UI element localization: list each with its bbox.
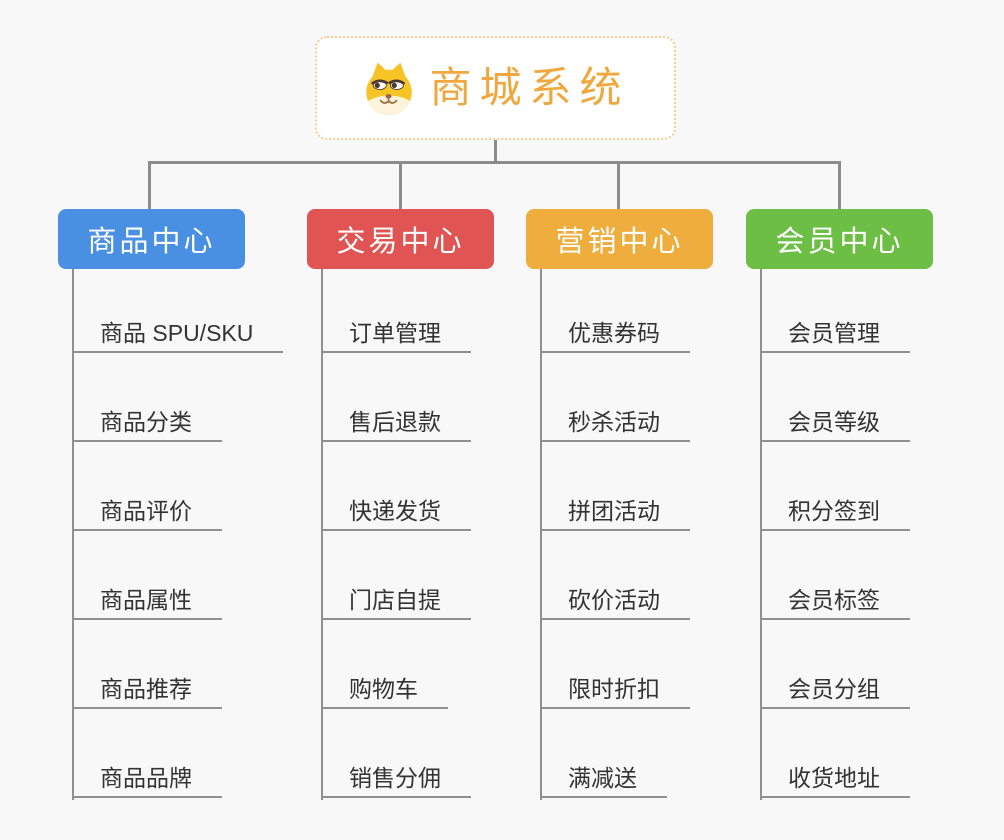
root-node[interactable]: 商城系统 <box>315 36 676 140</box>
leaf-node[interactable]: 门店自提 <box>321 586 471 620</box>
branch-label: 商品中心 <box>87 226 216 258</box>
connector-drop-4 <box>838 161 841 209</box>
leaf-node[interactable]: 优惠券码 <box>540 319 690 353</box>
branch-label: 交易中心 <box>336 226 465 258</box>
leaf-node[interactable]: 会员分组 <box>760 675 910 709</box>
leaf-node[interactable]: 订单管理 <box>321 319 471 353</box>
leaf-node[interactable]: 销售分佣 <box>321 764 471 798</box>
leaf-node[interactable]: 会员标签 <box>760 586 910 620</box>
leaf-node[interactable]: 售后退款 <box>321 408 471 442</box>
connector-trunk-member <box>760 268 762 800</box>
leaf-node[interactable]: 商品推荐 <box>72 675 222 709</box>
branch-node-member-center[interactable]: 会员中心 <box>746 209 933 269</box>
leaf-node[interactable]: 限时折扣 <box>540 675 690 709</box>
leaf-node[interactable]: 会员管理 <box>760 319 910 353</box>
connector-drop-2 <box>399 161 402 209</box>
leaf-node[interactable]: 商品品牌 <box>72 764 222 798</box>
connector-trunk-marketing <box>540 268 542 800</box>
branch-node-product-center[interactable]: 商品中心 <box>58 209 245 269</box>
leaf-node[interactable]: 商品 SPU/SKU <box>72 319 284 353</box>
connector-bus <box>148 161 841 164</box>
root-title: 商城系统 <box>429 64 630 111</box>
connector-drop-3 <box>617 161 620 209</box>
branch-label: 营销中心 <box>555 226 684 258</box>
leaf-node[interactable]: 砍价活动 <box>540 586 690 620</box>
branch-node-marketing-center[interactable]: 营销中心 <box>526 209 713 269</box>
leaf-node[interactable]: 商品分类 <box>72 408 222 442</box>
connector-trunk-product <box>72 268 74 800</box>
leaf-node[interactable]: 购物车 <box>321 675 448 709</box>
leaf-node[interactable]: 商品属性 <box>72 586 222 620</box>
doge-icon <box>366 62 413 116</box>
leaf-node[interactable]: 满减送 <box>540 764 667 798</box>
leaf-node[interactable]: 会员等级 <box>760 408 910 442</box>
connector-root-stem <box>494 140 497 163</box>
branch-label: 会员中心 <box>775 226 904 258</box>
connector-drop-1 <box>148 161 151 209</box>
leaf-node[interactable]: 商品评价 <box>72 497 222 531</box>
connector-trunk-trade <box>321 268 323 800</box>
leaf-node[interactable]: 快递发货 <box>321 497 471 531</box>
leaf-node[interactable]: 秒杀活动 <box>540 408 690 442</box>
leaf-node[interactable]: 积分签到 <box>760 497 910 531</box>
leaf-node[interactable]: 收货地址 <box>760 764 910 798</box>
leaf-node[interactable]: 拼团活动 <box>540 497 690 531</box>
branch-node-trade-center[interactable]: 交易中心 <box>307 209 494 269</box>
